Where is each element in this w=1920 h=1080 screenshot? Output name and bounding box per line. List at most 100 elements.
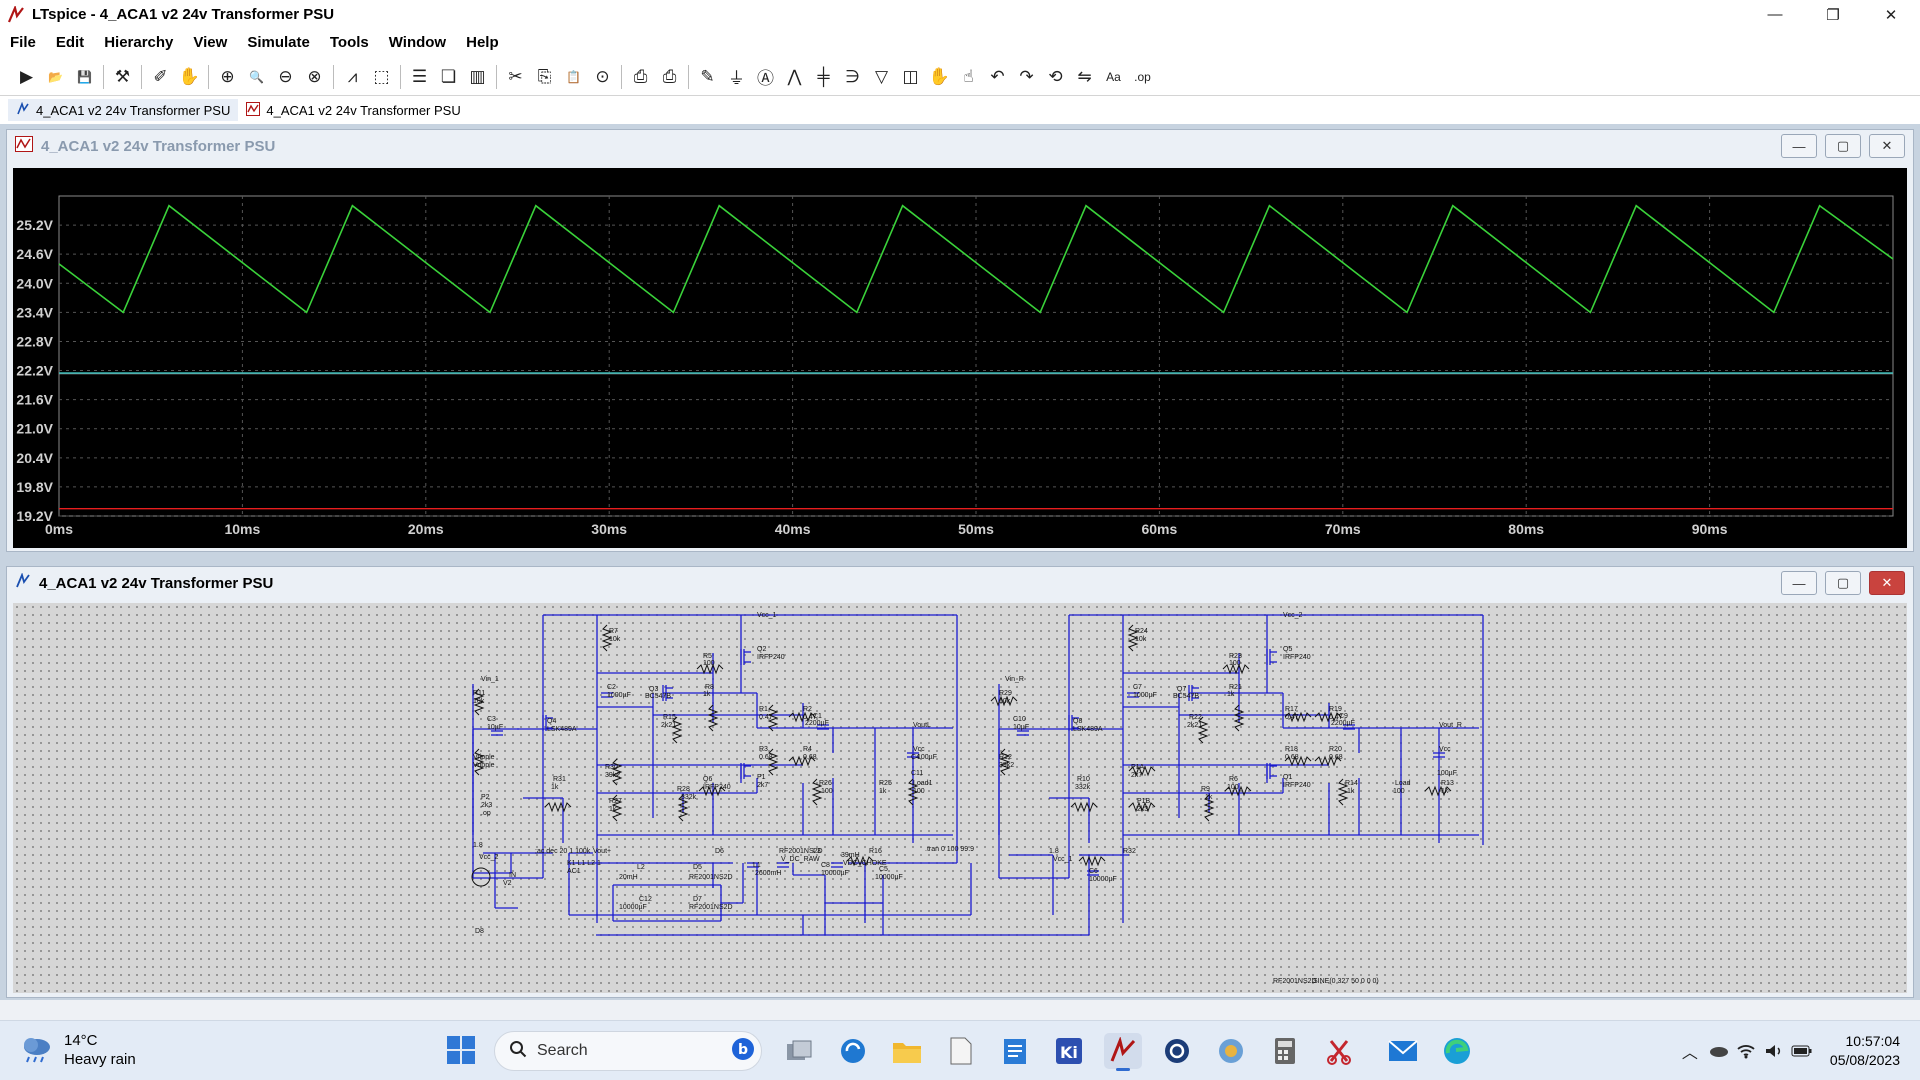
- schematic-label[interactable]: 1k: [703, 691, 711, 698]
- resistor-symbol[interactable]: [1284, 755, 1312, 767]
- resistor-symbol[interactable]: [788, 755, 816, 767]
- schematic-label[interactable]: C12: [639, 896, 652, 903]
- schematic-label[interactable]: Q5: [1283, 646, 1292, 653]
- resistor-symbol[interactable]: [1222, 663, 1250, 675]
- schematic-label[interactable]: P1A: [1131, 764, 1145, 771]
- schematic-label[interactable]: 2200µF: [1331, 720, 1355, 727]
- schematic-label[interactable]: R30: [605, 764, 618, 771]
- snipping-tool-icon[interactable]: [1320, 1033, 1358, 1069]
- edge-sync-icon[interactable]: [834, 1033, 872, 1069]
- schematic-label[interactable]: C7: [1133, 684, 1142, 691]
- schematic-label[interactable]: 2k7: [757, 782, 768, 789]
- tile-vertical-icon[interactable]: ▥: [469, 66, 486, 86]
- zoom-fit-icon[interactable]: ⊗: [307, 66, 322, 86]
- menu-help[interactable]: Help: [466, 34, 499, 51]
- schematic-label[interactable]: R12: [999, 754, 1012, 761]
- rotate-icon[interactable]: ⟲: [1048, 66, 1063, 86]
- restore-button[interactable]: ❐: [1826, 6, 1840, 24]
- waveform-plot[interactable]: V(v_dc_raw) V(vcc_1) V(vcc_2) V(vdc_chok…: [13, 168, 1907, 548]
- schematic-label[interactable]: P2: [481, 794, 490, 801]
- schematic-label[interactable]: R21: [1229, 684, 1242, 691]
- schematic-label[interactable]: R5: [703, 653, 712, 660]
- schematic-label[interactable]: 100: [703, 660, 715, 667]
- resistor-symbol[interactable]: [544, 801, 572, 813]
- schematic-label[interactable]: L3: [813, 848, 821, 855]
- resistor-symbol[interactable]: [1314, 711, 1342, 723]
- zoom-in-icon[interactable]: ⊕: [220, 66, 235, 86]
- schematic-label[interactable]: 10µF: [487, 724, 503, 731]
- kicad-icon[interactable]: Ki: [1050, 1033, 1088, 1069]
- schematic-label[interactable]: D6: [715, 848, 724, 855]
- schematic-label[interactable]: 2k3: [1137, 806, 1148, 813]
- maximize-button[interactable]: ▢: [1825, 571, 1861, 595]
- tab-waveform[interactable]: 4_ACA1 v2 24v Transformer PSU: [238, 99, 468, 121]
- schematic-label[interactable]: 1k: [1441, 788, 1449, 795]
- autorange-icon[interactable]: ⩘: [347, 66, 358, 86]
- schematic-label[interactable]: 10000µF: [619, 904, 647, 911]
- schematic-label[interactable]: 1k: [1227, 691, 1235, 698]
- cut-icon[interactable]: ✂: [508, 66, 523, 86]
- schematic-label[interactable]: C1: [813, 713, 822, 720]
- notes-icon[interactable]: [996, 1033, 1034, 1069]
- clock[interactable]: 10:57:04 05/08/2023: [1830, 1032, 1900, 1070]
- schematic-label[interactable]: R16: [869, 848, 882, 855]
- capacitor-icon[interactable]: ╪: [817, 66, 830, 86]
- schematic-label[interactable]: 332k: [1075, 784, 1091, 791]
- spice-directive-icon[interactable]: .op: [1134, 69, 1151, 84]
- calculator-icon[interactable]: [1266, 1033, 1304, 1069]
- resistor-symbol[interactable]: [671, 716, 683, 744]
- trace-label-vcc-2[interactable]: V(vcc_2): [1173, 172, 1239, 189]
- task-view-icon[interactable]: [780, 1033, 818, 1069]
- schematic-label[interactable]: 100: [1227, 784, 1239, 791]
- schematic-label[interactable]: Vcc_2: [1283, 612, 1303, 619]
- resistor-symbol[interactable]: [999, 748, 1011, 776]
- trace-label-vdc-choke[interactable]: V(vdc_choke): [1607, 172, 1712, 189]
- schematic-label[interactable]: R13: [1441, 780, 1454, 787]
- trace-label-vcc-1[interactable]: V(vcc_1): [719, 172, 785, 189]
- cascade-icon[interactable]: ❏: [440, 66, 457, 86]
- resistor-symbol[interactable]: [1197, 716, 1209, 744]
- schematic-label[interactable]: 100: [1229, 660, 1241, 667]
- schematic-label[interactable]: R2: [803, 706, 812, 713]
- markers-icon[interactable]: ⬚: [373, 66, 390, 86]
- schematic-label[interactable]: R8: [705, 684, 714, 691]
- resistor-symbol[interactable]: [698, 785, 726, 797]
- schematic-label[interactable]: 10µF: [1013, 724, 1029, 731]
- menu-file[interactable]: File: [10, 34, 36, 51]
- resistor-symbol[interactable]: [601, 624, 613, 652]
- schematic-label[interactable]: 10000µF: [875, 874, 903, 881]
- schematic-label[interactable]: C5: [879, 866, 888, 873]
- schematic-label[interactable]: 0.68: [1285, 754, 1299, 761]
- schematic-label[interactable]: IRFP240: [703, 784, 731, 791]
- redo-icon[interactable]: ↷: [1019, 66, 1034, 86]
- schematic-label[interactable]: 1.8: [1049, 848, 1059, 855]
- schematic-label[interactable]: 0.47: [1329, 714, 1343, 721]
- schematic-label[interactable]: R1: [759, 706, 768, 713]
- schematic-label[interactable]: .op: [481, 810, 491, 817]
- mirror-icon[interactable]: ⇋: [1077, 66, 1092, 86]
- menu-tools[interactable]: Tools: [329, 34, 369, 51]
- resistor-symbol[interactable]: [1233, 704, 1245, 732]
- menu-edit[interactable]: Edit: [55, 34, 85, 51]
- resistor-symbol[interactable]: [696, 663, 724, 675]
- schematic-label[interactable]: BC547B: [1173, 693, 1199, 700]
- schematic-label[interactable]: IRFP240: [1283, 654, 1311, 661]
- schematic-label[interactable]: 1k: [1347, 788, 1355, 795]
- paste-icon[interactable]: 📋: [566, 69, 581, 84]
- resistor-symbol[interactable]: [1203, 794, 1215, 822]
- schematic-label[interactable]: L2: [637, 864, 645, 871]
- inductor-icon[interactable]: ∋: [845, 66, 860, 86]
- schematic-label[interactable]: 1000µF: [607, 692, 631, 699]
- resistor-symbol[interactable]: [788, 711, 816, 723]
- schematic-label[interactable]: Q7: [1177, 686, 1186, 693]
- resistor-symbol[interactable]: [990, 695, 1018, 707]
- schematic-label[interactable]: R22: [1189, 714, 1202, 721]
- schematic-label[interactable]: Vcc: [1439, 746, 1451, 753]
- weather-widget[interactable]: 14°C Heavy rain: [20, 1031, 136, 1069]
- menu-window[interactable]: Window: [388, 34, 447, 51]
- taskbar-search[interactable]: Search b: [494, 1031, 762, 1071]
- schematic-window[interactable]: 4_ACA1 v2 24v Transformer PSU — ▢ ✕ Vcc_…: [6, 566, 1914, 998]
- schematic-label[interactable]: 1k: [879, 788, 887, 795]
- schematic-label[interactable]: R26: [819, 780, 832, 787]
